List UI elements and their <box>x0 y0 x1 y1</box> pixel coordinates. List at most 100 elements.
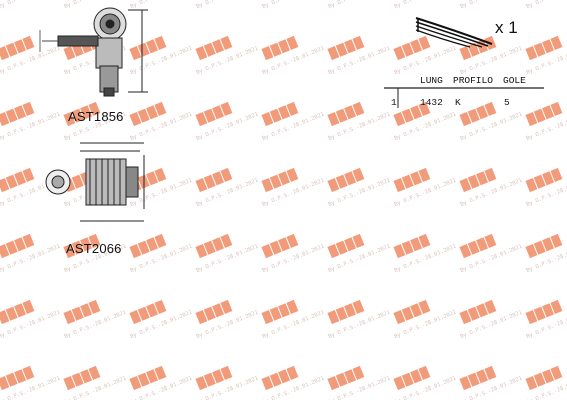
watermark-tile: By O.P.S.-28.01.2021 <box>525 167 567 208</box>
watermark-text: By O.P.S.-28.01.2021 <box>525 310 567 340</box>
watermark-text: By O.P.S.-28.01.2021 <box>129 310 193 340</box>
watermark-text: By O.P.S.-28.01.2021 <box>0 310 61 340</box>
watermark-tile: By O.P.S.-28.01.2021 <box>459 0 523 10</box>
watermark-logo-block <box>401 306 414 321</box>
watermark-text: By O.P.S.-28.01.2021 <box>327 178 391 208</box>
watermark-logo-block <box>525 46 538 61</box>
watermark-logo-block <box>335 306 348 321</box>
watermark-tile: By O.P.S.-28.01.2021 <box>261 35 325 76</box>
watermark-tile: By O.P.S.-28.01.2021 <box>327 167 391 208</box>
watermark-logo-block <box>335 42 348 57</box>
cell-lung: 1432 <box>420 97 443 108</box>
header-profilo: PROFILO <box>453 75 493 86</box>
watermark-text: By O.P.S.-28.01.2021 <box>261 244 325 274</box>
watermark-logo-block <box>203 174 216 189</box>
watermark-logo-block <box>146 369 159 384</box>
watermark-logo-block <box>467 306 480 321</box>
watermark-logo-block <box>327 310 340 325</box>
watermark-text: By O.P.S.-28.01.2021 <box>327 244 391 274</box>
watermark-text: By O.P.S.-28.01.2021 <box>195 178 259 208</box>
watermark-logo-block <box>195 178 208 193</box>
watermark-text: By O.P.S.-28.01.2021 <box>459 0 523 10</box>
watermark-logo-block <box>129 112 142 127</box>
watermark-tile: By O.P.S.-28.01.2021 <box>0 365 61 400</box>
watermark-logo-block <box>476 369 489 384</box>
watermark-logo-block <box>212 171 225 186</box>
watermark-text: By O.P.S.-28.01.2021 <box>0 244 61 274</box>
watermark-logo-block <box>393 310 406 325</box>
watermark-logo-block <box>261 244 274 259</box>
watermark-logo-block <box>269 240 282 255</box>
watermark-text: By O.P.S.-28.01.2021 <box>393 178 457 208</box>
watermark-logo-block <box>335 372 348 387</box>
watermark-logo-block <box>344 303 357 318</box>
watermark-tile: By O.P.S.-28.01.2021 <box>195 101 259 142</box>
watermark-logo-block <box>5 108 18 123</box>
watermark-logo-block <box>212 369 225 384</box>
watermark-logo-block <box>459 376 472 391</box>
watermark-logo-block <box>0 376 10 391</box>
watermark-text: By O.P.S.-28.01.2021 <box>327 310 391 340</box>
watermark-logo-block <box>476 237 489 252</box>
cell-gole: 5 <box>504 97 510 108</box>
header-lung: LUNG <box>420 75 443 86</box>
watermark-tile: By O.P.S.-28.01.2021 <box>129 299 193 340</box>
watermark-text: By O.P.S.-28.01.2021 <box>63 310 127 340</box>
watermark-logo-block <box>467 372 480 387</box>
watermark-logo-block <box>269 108 282 123</box>
watermark-logo-block <box>14 369 27 384</box>
watermark-logo-block <box>344 105 357 120</box>
watermark-logo-block <box>344 171 357 186</box>
watermark-logo-block <box>344 369 357 384</box>
watermark-logo-block <box>542 237 555 252</box>
watermark-logo-block <box>525 376 538 391</box>
watermark-logo-block <box>269 174 282 189</box>
watermark-tile: By O.P.S.-28.01.2021 <box>327 365 391 400</box>
watermark-logo-block <box>352 167 365 183</box>
watermark-logo-block <box>550 167 563 183</box>
watermark-logo-block <box>533 306 546 321</box>
watermark-logo-block <box>459 178 472 193</box>
watermark-logo-block <box>154 365 167 381</box>
watermark-logo-block <box>5 42 18 57</box>
watermark-logo-block <box>286 167 299 183</box>
watermark-tile: By O.P.S.-28.01.2021 <box>261 101 325 142</box>
watermark-logo-block <box>195 46 208 61</box>
watermark-logo-block <box>410 237 423 252</box>
part-code-ast2066: AST2066 <box>66 241 122 256</box>
watermark-logo-block <box>286 365 299 381</box>
watermark-text: By O.P.S.-28.01.2021 <box>459 244 523 274</box>
watermark-logo-block <box>154 299 167 315</box>
watermark-logo-block <box>335 174 348 189</box>
watermark-logo-block <box>550 365 563 381</box>
watermark-logo-block <box>335 240 348 255</box>
watermark-tile: By O.P.S.-28.01.2021 <box>195 0 259 10</box>
watermark-logo-block <box>525 310 538 325</box>
watermark-logo-block <box>335 108 348 123</box>
watermark-logo-block <box>14 171 27 186</box>
watermark-logo-block <box>286 101 299 117</box>
watermark-logo-block <box>220 101 233 117</box>
watermark-logo-block <box>533 174 546 189</box>
watermark-text: By O.P.S.-28.01.2021 <box>393 244 457 274</box>
watermark-logo-block <box>393 178 406 193</box>
watermark-logo-block <box>63 310 76 325</box>
watermark-logo-block <box>476 303 489 318</box>
watermark-logo-block <box>203 306 216 321</box>
watermark-logo-block <box>484 299 497 315</box>
tensioner-drawing <box>39 7 148 97</box>
watermark-tile: By O.P.S.-28.01.2021 <box>195 299 259 340</box>
watermark-logo-block <box>261 376 274 391</box>
watermark-text: By O.P.S.-28.01.2021 <box>261 46 325 76</box>
watermark-logo-block <box>418 167 431 183</box>
watermark-logo-block <box>80 369 93 384</box>
watermark-logo-block <box>352 35 365 51</box>
watermark-logo-block <box>63 376 76 391</box>
watermark-tile: By O.P.S.-28.01.2021 <box>459 233 523 274</box>
watermark-text: By O.P.S.-28.01.2021 <box>195 112 259 142</box>
watermark-tile: By O.P.S.-28.01.2021 <box>195 35 259 76</box>
watermark-logo-block <box>195 112 208 127</box>
watermark-text: By O.P.S.-28.01.2021 <box>129 376 193 400</box>
watermark-logo-block <box>401 240 414 255</box>
watermark-text: By O.P.S.-28.01.2021 <box>525 244 567 274</box>
